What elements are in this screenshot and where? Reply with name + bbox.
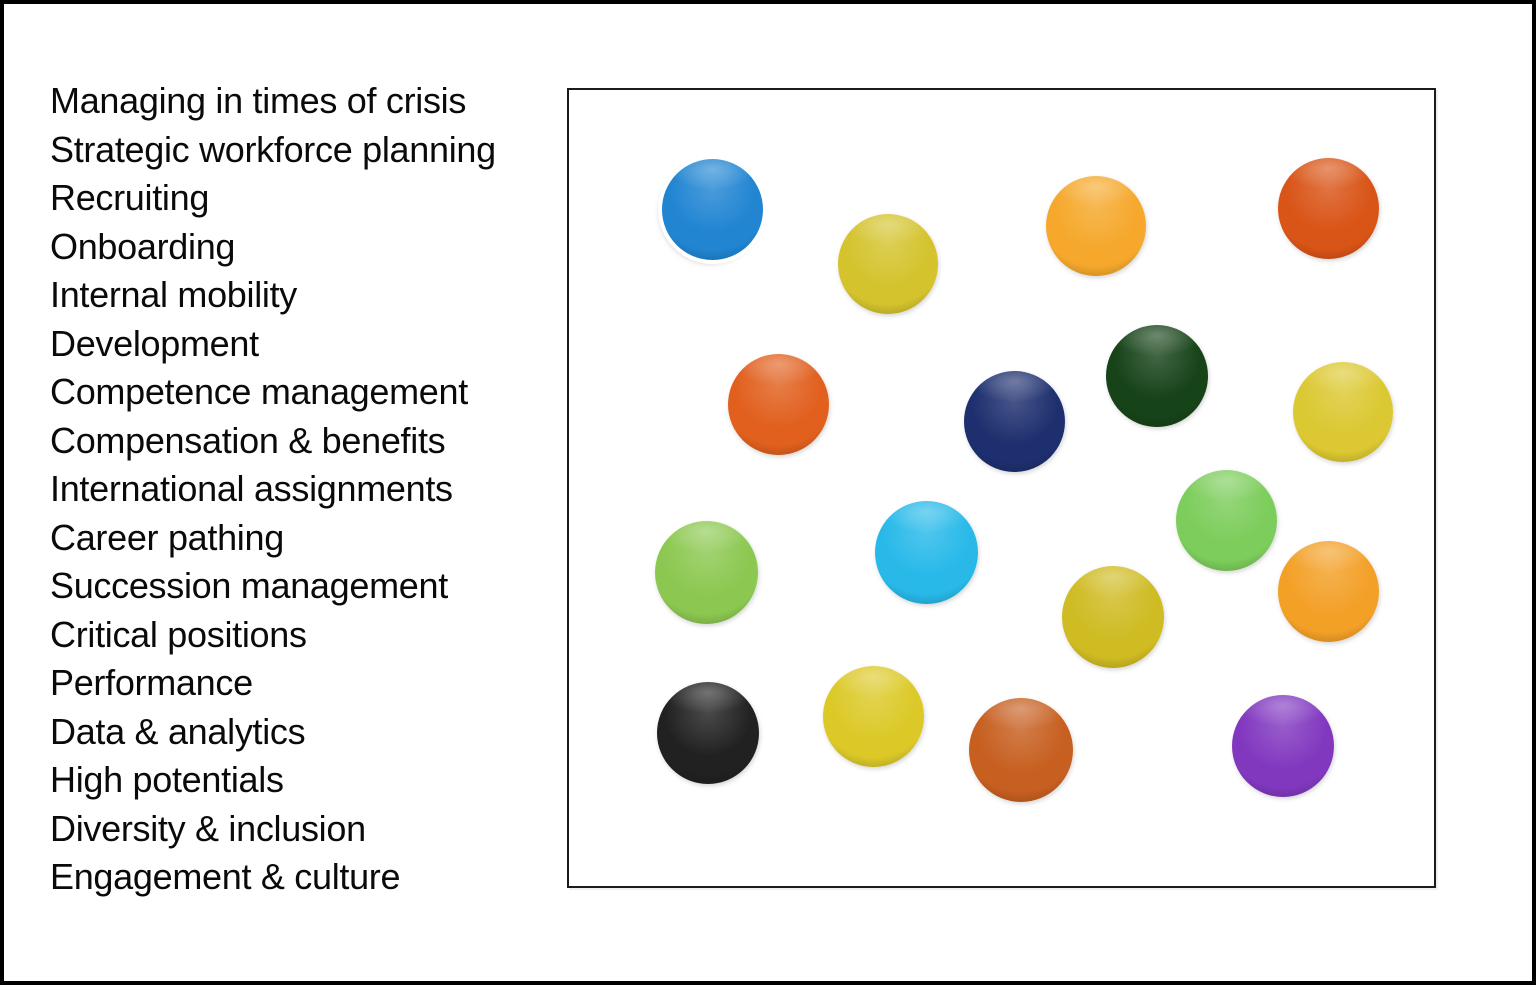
magnet-dot-burnt-orange[interactable]	[969, 698, 1073, 802]
topic-item: Data & analytics	[50, 710, 306, 752]
magnet-dot-yellow-3[interactable]	[1062, 566, 1164, 668]
topic-item: Diversity & inclusion	[50, 807, 366, 849]
magnet-dot-light-green-1[interactable]	[654, 520, 758, 624]
magnet-dot-cyan[interactable]	[874, 500, 978, 604]
topic-item: Development	[50, 322, 259, 364]
magnet-dot-purple[interactable]	[1232, 695, 1334, 797]
magnet-dot-yellow-2[interactable]	[1293, 362, 1393, 462]
magnet-dot-orange[interactable]	[727, 353, 829, 455]
magnet-dot-amber-1[interactable]	[1046, 176, 1146, 276]
topic-item: Compensation & benefits	[50, 419, 446, 461]
magnet-board	[567, 88, 1436, 888]
topic-item: Competence management	[50, 371, 468, 412]
magnet-dot-blue[interactable]	[661, 158, 763, 260]
magnet-dot-amber-2[interactable]	[1277, 540, 1379, 642]
topic-item: Succession management	[50, 565, 448, 606]
magnet-dot-dark-green[interactable]	[1106, 325, 1208, 427]
magnet-dot-yellow-4[interactable]	[822, 665, 924, 767]
magnet-dot-yellow-1[interactable]	[838, 214, 938, 314]
topic-item: Internal mobility	[50, 274, 298, 315]
topic-item: Performance	[50, 662, 253, 703]
magnet-dot-navy[interactable]	[963, 370, 1065, 472]
topic-item: International assignments	[50, 468, 453, 509]
topic-item: Strategic workforce planning	[50, 128, 496, 170]
topic-item: High potentials	[50, 759, 284, 800]
magnet-dot-light-green-2[interactable]	[1175, 469, 1277, 571]
topic-item: Onboarding	[50, 225, 236, 267]
topic-item: Managing in times of crisis	[50, 80, 467, 121]
topic-item: Critical positions	[50, 613, 307, 655]
magnet-dot-dark-orange[interactable]	[1277, 157, 1379, 259]
topic-item: Engagement & culture	[50, 856, 401, 897]
topic-item: Recruiting	[50, 177, 210, 218]
topic-item: Career pathing	[50, 516, 284, 558]
magnet-dot-black[interactable]	[657, 682, 759, 784]
